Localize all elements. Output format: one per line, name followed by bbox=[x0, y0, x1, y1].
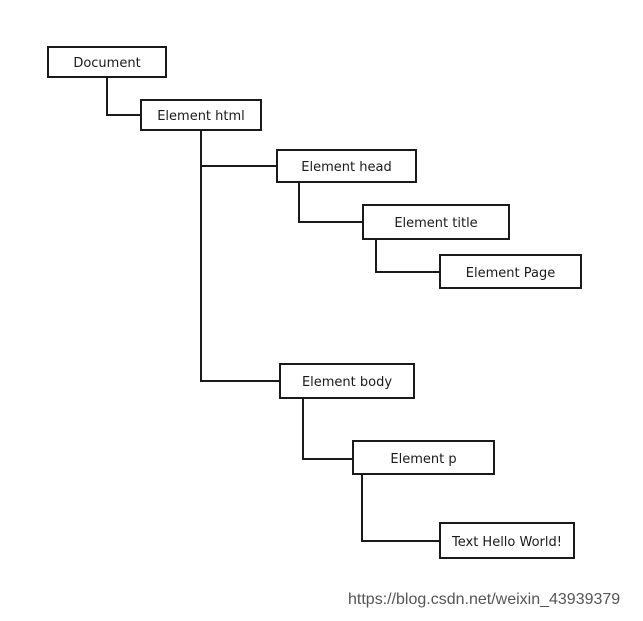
watermark-url: https://blog.csdn.net/weixin_43939379 bbox=[348, 591, 621, 608]
node-element-page: Element Page bbox=[439, 254, 582, 289]
node-document: Document bbox=[47, 46, 167, 78]
node-element-body-label: Element body bbox=[302, 375, 392, 390]
node-element-head-label: Element head bbox=[301, 160, 391, 175]
connector-body-p bbox=[302, 398, 353, 460]
connector-document-html bbox=[106, 77, 141, 116]
node-element-html-label: Element html bbox=[157, 109, 245, 124]
node-element-body: Element body bbox=[279, 363, 415, 399]
node-document-label: Document bbox=[73, 56, 140, 71]
connector-head-title bbox=[298, 182, 363, 223]
node-element-page-label: Element Page bbox=[466, 266, 555, 281]
node-element-p: Element p bbox=[352, 440, 495, 475]
node-element-head: Element head bbox=[276, 149, 417, 183]
node-element-title-label: Element title bbox=[394, 216, 477, 231]
connector-p-text bbox=[361, 474, 440, 542]
node-element-html: Element html bbox=[140, 99, 262, 131]
node-element-title: Element title bbox=[362, 204, 510, 240]
node-text-hello-world: Text Hello World! bbox=[439, 522, 575, 559]
connector-html-head bbox=[200, 130, 277, 167]
connector-title-page bbox=[375, 239, 440, 273]
connector-html-body bbox=[200, 166, 280, 382]
node-element-p-label: Element p bbox=[390, 452, 456, 467]
node-text-hello-world-label: Text Hello World! bbox=[451, 535, 562, 550]
